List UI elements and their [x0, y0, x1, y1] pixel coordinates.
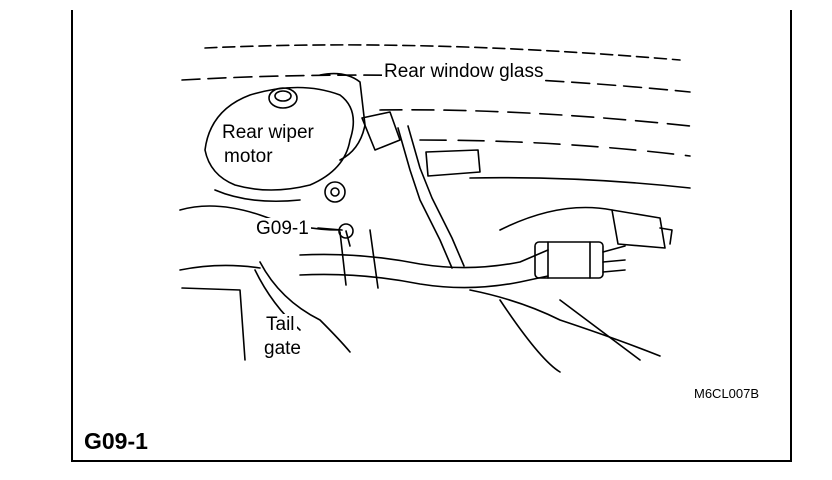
figure-code: M6CL007B — [694, 386, 760, 401]
figure-frame — [71, 10, 792, 462]
tail-gate-outline — [181, 261, 351, 361]
label-rear-wiper-motor-line1: Rear wiper — [220, 122, 316, 144]
label-rear-window-glass: Rear window glass — [382, 61, 546, 83]
end-connector — [611, 209, 666, 249]
motor-connector — [361, 111, 401, 151]
glass-line — [379, 109, 691, 127]
label-rear-wiper-motor-line2: motor — [222, 146, 275, 168]
ground-bolt — [338, 223, 354, 239]
label-ground-point: G09-1 — [254, 218, 311, 240]
wiper-motor-body — [204, 86, 355, 191]
inline-connector — [534, 241, 604, 279]
wiper-pivot — [268, 87, 298, 109]
figure-caption: G09-1 — [84, 428, 148, 454]
glass-line — [469, 176, 691, 189]
main-harness — [299, 249, 549, 269]
label-tail-gate-line1: Tail — [264, 314, 297, 336]
motor-bolt — [324, 181, 346, 203]
glass-line — [204, 44, 681, 61]
ground-leader — [317, 227, 343, 231]
glass-line — [419, 139, 691, 157]
label-tail-gate-line2: gate — [262, 338, 303, 360]
